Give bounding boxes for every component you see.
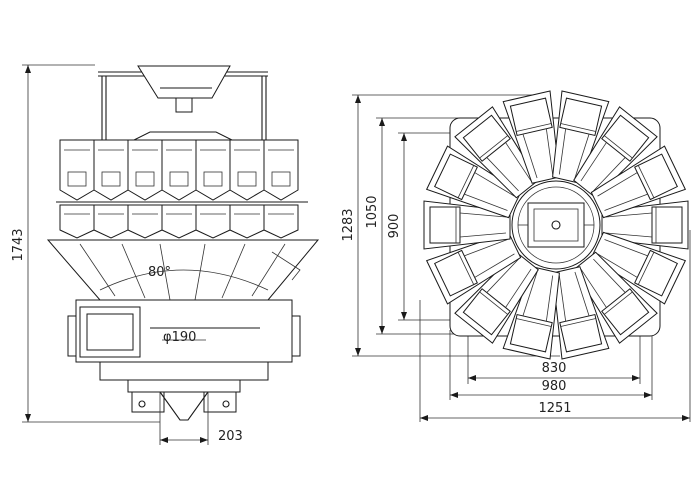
radial-bucket (502, 266, 560, 360)
top-view: 1283 1050 900 830 (341, 90, 691, 422)
feed-buckets-row (59, 139, 299, 201)
radial-bucket (454, 106, 539, 199)
radial-bucket (573, 251, 658, 344)
weigh-bucket (229, 204, 265, 239)
outlet-width-label: 203 (218, 429, 243, 444)
radial-bucket (454, 251, 539, 344)
feed-bucket (127, 139, 163, 201)
weigh-bucket (59, 204, 95, 239)
feed-bucket (59, 139, 95, 201)
dim-width-middle-label: 980 (542, 379, 567, 394)
dim-total-height: 1743 (11, 64, 160, 423)
center-hub (511, 180, 601, 270)
dim-height-inner-label: 900 (387, 214, 402, 239)
weigh-bucket (195, 204, 231, 239)
dim-height-outer: 1283 (341, 94, 560, 357)
radial-bucket (502, 90, 560, 184)
feed-bucket (93, 139, 129, 201)
base-body: φ190 (67, 299, 301, 381)
top-hopper (98, 65, 268, 140)
radial-bucket (601, 200, 689, 250)
feed-bucket (161, 139, 197, 201)
feed-bucket (263, 139, 299, 201)
discharge-chute: 80° (46, 239, 320, 301)
radial-bucket (590, 231, 687, 305)
weigh-bucket (161, 204, 197, 239)
radial-bucket (573, 106, 658, 199)
outlet-diameter-label: φ190 (163, 330, 196, 345)
dim-height-middle: 1050 (365, 117, 470, 335)
bottom-outlet: 203 (127, 379, 243, 445)
bucket-ring (423, 90, 689, 360)
dim-width-middle: 980 (449, 330, 653, 400)
radial-bucket (552, 266, 610, 360)
weigh-bucket (93, 204, 129, 239)
weigh-bucket (127, 204, 163, 239)
dim-width-outer: 1251 (419, 230, 691, 422)
dim-width-inner: 830 (467, 330, 641, 384)
radial-bucket (425, 145, 522, 219)
radial-bucket (425, 231, 522, 305)
dim-height-outer-label: 1283 (341, 208, 356, 241)
radial-bucket (590, 145, 687, 219)
dim-height-middle-label: 1050 (365, 195, 380, 228)
dim-total-height-label: 1743 (11, 228, 26, 261)
feed-bucket (195, 139, 231, 201)
dim-width-outer-label: 1251 (538, 401, 571, 416)
front-view: 1743 (11, 64, 320, 445)
weigh-buckets-row (56, 201, 308, 239)
weigh-bucket (263, 204, 299, 239)
radial-bucket (552, 90, 610, 184)
dim-width-inner-label: 830 (542, 361, 567, 376)
control-screen (86, 313, 134, 351)
radial-bucket (423, 200, 511, 250)
feed-bucket (229, 139, 265, 201)
angle-label: 80° (148, 265, 171, 280)
